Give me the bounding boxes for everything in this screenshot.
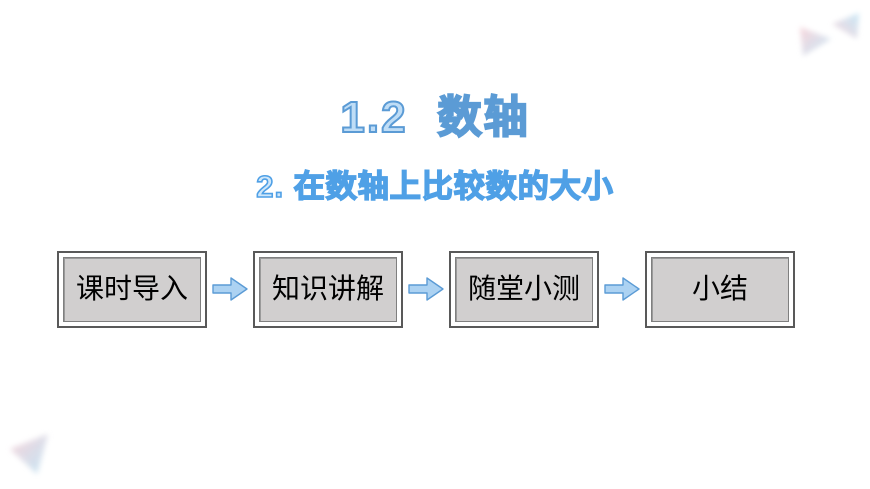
flow-arrow-icon (211, 276, 249, 302)
flow-step-inner: 课时导入 (63, 256, 201, 322)
flow-step-label: 知识讲解 (271, 273, 384, 304)
flow-step-summary[interactable]: 小结 (645, 250, 795, 328)
decor-triangle-top-right-1 (793, 20, 837, 62)
slide-title-text: 数轴 (437, 92, 530, 142)
slide-subtitle: 2. 在数轴上比较数的大小 (255, 168, 614, 205)
lesson-flow-diagram: 课时导入 知识讲解 随堂小测 (57, 250, 797, 328)
slide-title-number: 1.2 (339, 92, 408, 142)
flow-step-label: 随堂小测 (467, 273, 580, 304)
slide-title: 1.2 数轴 (0, 92, 870, 142)
decor-triangle-bottom-left (4, 426, 60, 482)
flow-step-class-quiz[interactable]: 随堂小测 (449, 250, 599, 328)
flow-step-label: 小结 (691, 273, 748, 304)
flow-step-inner: 小结 (651, 256, 789, 322)
decor-triangle-top-right-2 (826, 6, 866, 46)
flow-step-inner: 知识讲解 (259, 256, 397, 322)
flow-step-lesson-intro[interactable]: 课时导入 (57, 250, 207, 328)
flow-arrow-icon (603, 276, 641, 302)
flow-step-inner: 随堂小测 (455, 256, 593, 322)
flow-step-label: 课时导入 (75, 273, 188, 304)
flow-arrow-icon (407, 276, 445, 302)
flow-step-knowledge-explain[interactable]: 知识讲解 (253, 250, 403, 328)
